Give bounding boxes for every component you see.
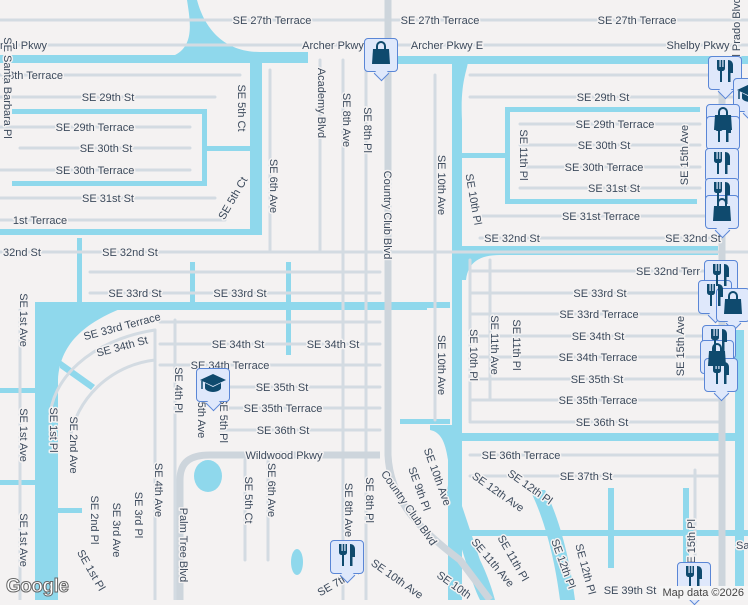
street-label: SE 31st St	[588, 183, 640, 195]
street-label: SE 34th St	[212, 339, 265, 351]
street-label: SE 32nd St	[484, 233, 540, 245]
street-label: SE 30th St	[578, 140, 631, 152]
fork-knife-icon	[712, 118, 734, 149]
street-label: SE 11th Ave	[488, 315, 500, 375]
street-label: 5th Ave	[195, 402, 207, 439]
street-label: SE 4th Pl	[172, 367, 184, 413]
street-label: SE 31st Terrace	[562, 211, 640, 223]
street-label: SE 33rd St	[213, 288, 266, 300]
street-label: SE 3rd Ave	[110, 503, 122, 558]
restaurant-marker[interactable]	[704, 358, 738, 392]
street-label: SE 30th Terrace	[565, 162, 644, 174]
street-label: SE 6th Ave	[265, 463, 277, 517]
fork-knife-icon	[336, 542, 358, 573]
street-label: SE 36th Terrace	[482, 450, 561, 462]
street-label: SE 27th Terrace	[401, 15, 480, 27]
street-label: SE 36th St	[576, 417, 629, 429]
street-label: SE 29th Terrace	[576, 119, 655, 131]
street-label: SE 1st Ave	[17, 293, 29, 347]
street-label: SE 35th Terrace	[244, 403, 323, 415]
street-label: SE 10th Pl	[467, 329, 479, 381]
street-label: SE 8th Ave	[342, 483, 354, 537]
street-label: SE 10th Pl	[463, 173, 484, 226]
street-label: SE 8th Ave	[340, 93, 352, 147]
street-label: SE 34th Terrace	[559, 352, 638, 364]
street-label: SE 11th Pl	[510, 319, 522, 370]
street-label: SE 37th St	[560, 471, 613, 483]
street-label: SE 10th Ave	[435, 155, 447, 215]
street-label: SE 3rd Pl	[132, 492, 144, 538]
street-label: SE 32nd St	[665, 233, 721, 245]
shopping-marker[interactable]	[705, 195, 739, 229]
street-label: Archer Pkwy E	[411, 40, 483, 52]
street-label: SE 30th Terrace	[56, 165, 135, 177]
street-label: SE 1st Pl	[74, 548, 107, 593]
street-label: SE 35th St	[256, 382, 309, 394]
street-label: SE 4th Ave	[152, 463, 164, 517]
shopping-bag-icon	[711, 197, 733, 228]
shopping-bag-icon	[370, 40, 392, 71]
map-attribution[interactable]: Map data ©2026	[659, 586, 748, 600]
street-label: SE 33rd Terrace	[559, 309, 638, 321]
street-label: SE 39th St	[604, 585, 657, 597]
street-label: SE 35th St	[571, 374, 624, 386]
street-label: Shelby Pkwy	[667, 40, 730, 52]
street-label: SE 1st Pl	[47, 407, 59, 452]
fork-knife-icon	[711, 150, 733, 181]
street-label: SE 36th St	[257, 425, 310, 437]
street-label: SE 5th Ct	[216, 175, 250, 222]
street-label: SE 34th St	[572, 331, 625, 343]
restaurant-marker[interactable]	[706, 116, 740, 150]
street-label: 1st Terrace	[13, 215, 67, 227]
street-label: SE 5th Ct	[235, 84, 247, 131]
street-label: SE 10th Ave	[369, 557, 425, 600]
street-label: SE 10th Ave	[435, 335, 447, 395]
street-label: SE 5th Ct	[242, 476, 254, 523]
street-label: 32nd St	[3, 247, 41, 259]
street-label: SE 34th St	[307, 339, 360, 351]
street-label: SE 15th Ave	[675, 316, 687, 376]
street-label: SE 35th Terrace	[559, 395, 638, 407]
shopping-marker[interactable]	[364, 38, 398, 72]
street-label: SE 2nd Ave	[67, 416, 79, 473]
street-label: SE 27th Terrace	[233, 15, 312, 27]
street-label: SE 2nd Pl	[88, 496, 100, 545]
street-label: SE 29th St	[577, 92, 630, 104]
street-label: Country Club Blvd	[381, 171, 393, 260]
street-label: SE 30th St	[80, 143, 133, 155]
street-label: Palm Tree Blvd	[177, 508, 189, 583]
street-label: SE 29th Terrace	[56, 122, 135, 134]
restaurant-marker[interactable]	[705, 148, 739, 182]
street-label: SE 11th Pl	[517, 129, 529, 180]
street-label: SE 32nd St	[102, 247, 158, 259]
street-label: SE 8th Pl	[361, 107, 373, 153]
street-label: SE 33rd St	[573, 288, 626, 300]
street-label: SE 32nd Terr	[636, 266, 700, 278]
street-label: SE 27th Terrace	[598, 15, 677, 27]
street-label: SE 12th Pl	[572, 543, 597, 596]
street-label: Academy Blvd	[315, 68, 327, 138]
street-label: SE 15th Ave	[679, 125, 691, 185]
google-logo: Google	[6, 576, 68, 598]
street-label: Archer Pkwy	[302, 40, 364, 52]
street-label: SE 1st Ave	[17, 513, 29, 567]
street-label: SE 6th Ave	[267, 159, 279, 213]
street-label: SE 29th St	[82, 92, 135, 104]
street-label: SE Santa Barbara Pl	[1, 37, 13, 139]
restaurant-marker[interactable]	[330, 540, 364, 574]
street-label: SE 8th Pl	[363, 477, 375, 523]
street-label: Sav	[736, 540, 748, 552]
street-label: el Prado Blvd	[731, 0, 743, 63]
street-label: SE 31st St	[82, 193, 134, 205]
street-label: SE 1st Ave	[17, 408, 29, 462]
street-label: Wildwood Pkwy	[245, 450, 323, 462]
school-marker[interactable]	[196, 368, 230, 402]
fork-knife-icon	[710, 360, 732, 391]
graduation-cap-icon	[199, 372, 227, 399]
shopping-bag-icon	[722, 290, 744, 321]
street-label: SE 33rd St	[108, 288, 161, 300]
